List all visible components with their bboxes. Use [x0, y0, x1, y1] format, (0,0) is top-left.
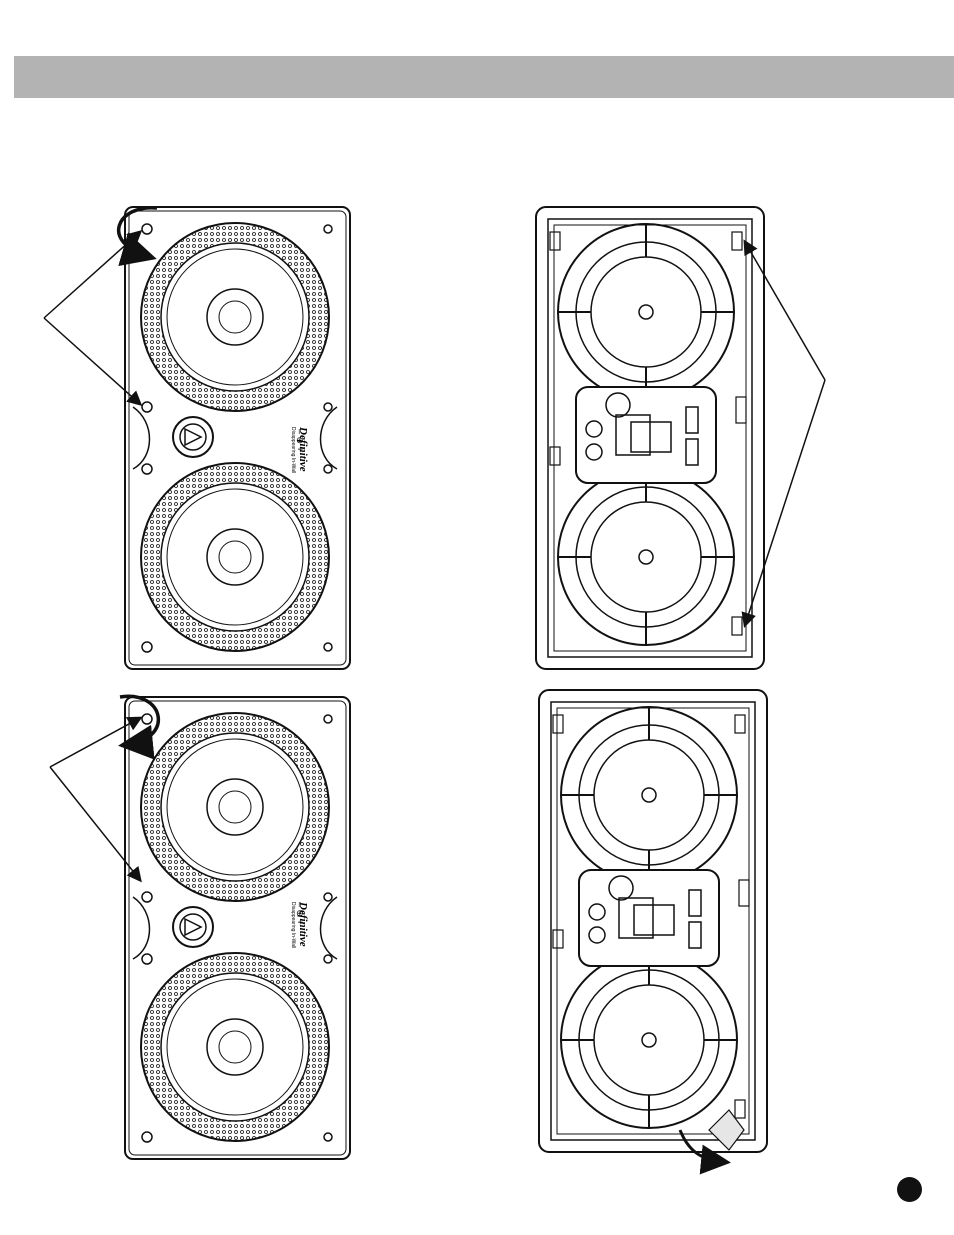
leader-arrow-icon	[50, 767, 140, 880]
front-grille-top: Definitive Disappearing In-Wall – ⊕ +	[125, 207, 350, 669]
polarity-label: – ⊕ +	[295, 902, 305, 925]
front-grille-bottom: Definitive Disappearing In-Wall – ⊕ +	[125, 697, 350, 1159]
leader-arrow-icon	[745, 242, 825, 380]
leader-arrow-icon	[745, 380, 825, 625]
polarity-label: – ⊕ +	[295, 429, 305, 452]
back-frame-top	[536, 207, 764, 669]
black-circle-icon	[897, 1177, 922, 1202]
back-frame-bottom	[539, 690, 767, 1152]
leader-arrow-icon	[50, 718, 140, 767]
